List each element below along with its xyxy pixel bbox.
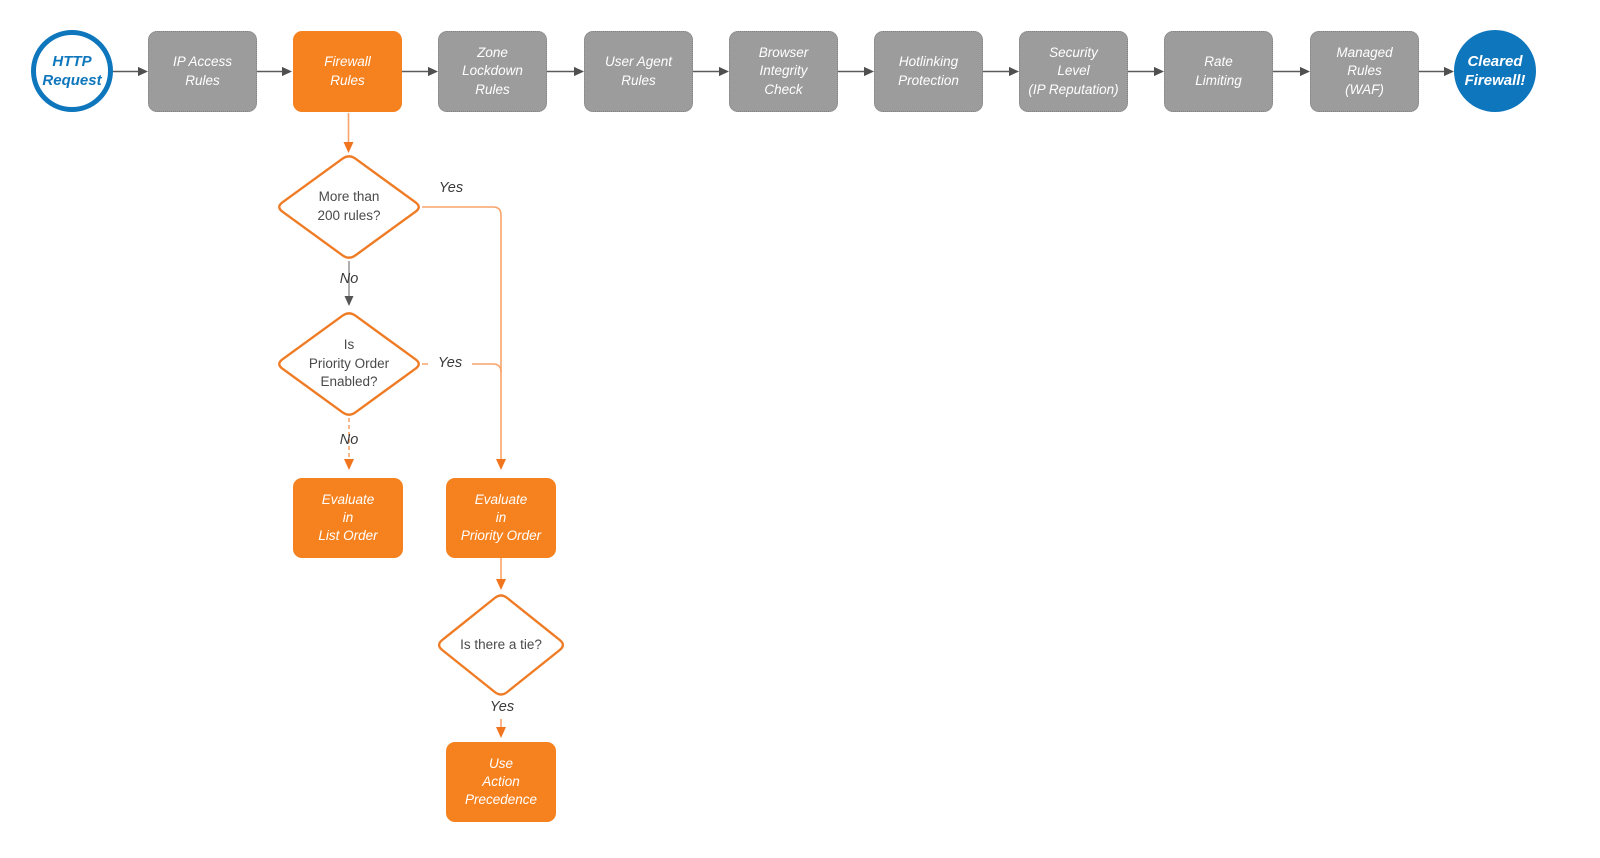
- step-label: Rate Limiting: [1195, 54, 1242, 88]
- edge-label-yes-more-than-200: Yes: [438, 180, 464, 196]
- node-evaluate-in-priority-order: Evaluate in Priority Order: [446, 478, 556, 558]
- decision-priority-order-enabled-label: Is Priority Order Enabled?: [308, 337, 390, 390]
- node-use-action-precedence: Use Action Precedence: [446, 742, 556, 822]
- step-label: Hotlinking Protection: [898, 54, 959, 88]
- step-zone-lockdown-rules: Zone Lockdown Rules: [438, 31, 547, 112]
- step-browser-integrity-check: Browser Integrity Check: [729, 31, 838, 112]
- step-label: Managed Rules (WAF): [1336, 45, 1393, 97]
- decision-more-than-200-rules-shape: [278, 155, 420, 259]
- step-label: Browser Integrity Check: [758, 45, 809, 97]
- node-label: Evaluate in List Order: [318, 491, 378, 544]
- step-label: Firewall Rules: [324, 54, 371, 88]
- step-rate-limiting: Rate Limiting: [1164, 31, 1273, 112]
- step-label: Security Level (IP Reputation): [1028, 45, 1119, 97]
- node-evaluate-in-list-order: Evaluate in List Order: [293, 478, 403, 558]
- step-firewall-rules: Firewall Rules: [293, 31, 402, 112]
- edge-label-yes-priority-enabled: Yes: [428, 355, 472, 371]
- start-node-label: HTTP Request: [42, 52, 102, 90]
- start-node-http-request: HTTP Request: [31, 30, 113, 112]
- end-node-cleared-firewall: Cleared Firewall!: [1454, 30, 1536, 112]
- decision-more-than-200-rules-label: More than 200 rules?: [317, 189, 381, 223]
- decision1-no-arrowhead-icon: [344, 296, 354, 306]
- step-security-level-ip-reputation: Security Level (IP Reputation): [1019, 31, 1128, 112]
- step-label: Zone Lockdown Rules: [462, 45, 523, 97]
- step-user-agent-rules: User Agent Rules: [584, 31, 693, 112]
- step-managed-rules-waf: Managed Rules (WAF): [1310, 31, 1419, 112]
- node-label: Evaluate in Priority Order: [460, 491, 542, 544]
- decision-is-there-a-tie-shape: [437, 594, 565, 696]
- step-label: User Agent Rules: [604, 54, 673, 88]
- branch-arrowhead-icons: [343, 142, 506, 738]
- edge-label-no-priority-enabled: No: [339, 432, 359, 448]
- decision-priority-order-enabled-shape: [278, 312, 420, 416]
- edge-label-no-more-than-200: No: [339, 271, 359, 287]
- pipeline-arrowhead-icons: [138, 66, 1454, 77]
- step-label: IP Access Rules: [172, 54, 233, 88]
- node-label: Use Action Precedence: [464, 755, 538, 808]
- branch-connector-lines: [347, 113, 502, 727]
- edge-label-yes-tie: Yes: [489, 699, 515, 715]
- decision-is-there-a-tie-label: Is there a tie?: [460, 637, 542, 652]
- step-hotlinking-protection: Hotlinking Protection: [874, 31, 983, 112]
- step-ip-access-rules: IP Access Rules: [148, 31, 257, 112]
- end-node-label: Cleared Firewall!: [1464, 52, 1526, 90]
